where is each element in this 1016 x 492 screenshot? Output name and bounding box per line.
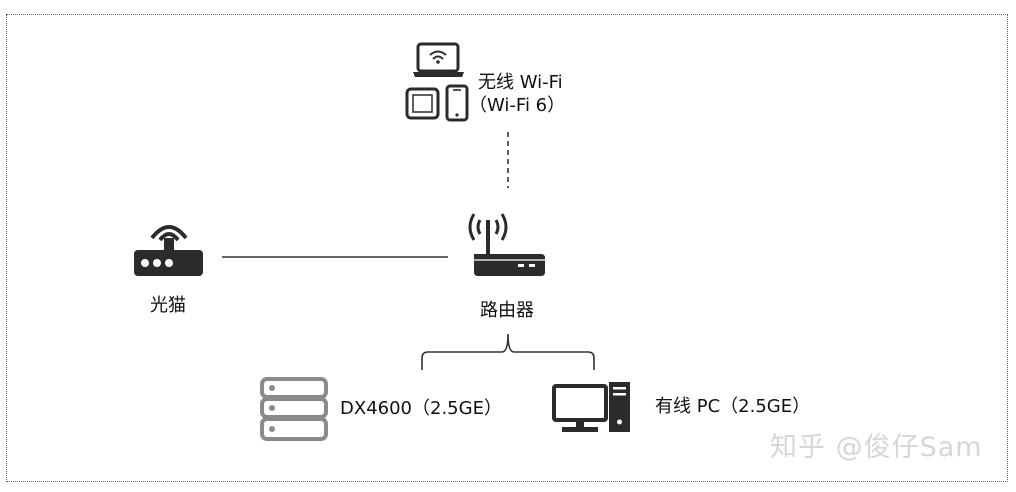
pc-icon <box>552 382 630 432</box>
modem-label: 光猫 <box>150 295 186 316</box>
laptop-icon <box>413 42 464 77</box>
router-wired-bracket <box>421 333 595 370</box>
wifi-label-line1: 无线 Wi-Fi <box>478 72 563 93</box>
pc-label: 有线 PC（2.5GE） <box>655 396 811 417</box>
diagram-frame <box>6 14 1008 482</box>
router-label: 路由器 <box>480 300 534 321</box>
nas-label: DX4600（2.5GE） <box>340 398 502 419</box>
router-icon <box>468 213 545 276</box>
tablet-icon <box>405 87 440 120</box>
modem-icon <box>134 225 203 276</box>
watermark: 知乎 @俊仔Sam <box>770 432 983 463</box>
wifi-label-line2: （Wi-Fi 6） <box>469 95 566 116</box>
nas-icon <box>260 377 328 441</box>
phone-icon <box>445 84 469 122</box>
nas-led-icons <box>269 385 275 432</box>
